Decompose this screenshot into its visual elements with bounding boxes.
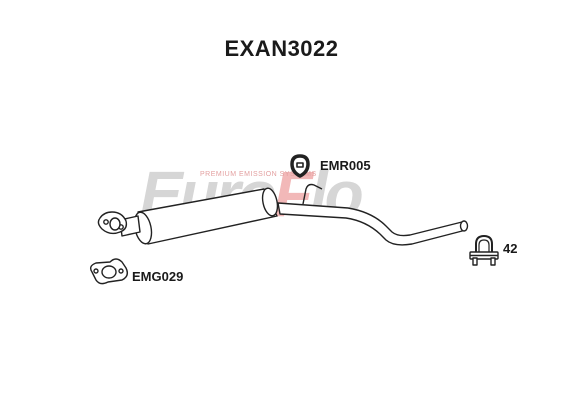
rubber-mount-icon — [290, 154, 310, 178]
gasket-label: EMG029 — [132, 269, 184, 284]
muffler-body — [137, 188, 278, 245]
tail-pipe-end — [459, 220, 469, 232]
hanger-bracket — [302, 183, 323, 205]
watermark-tagline: PREMIUM EMISSION SYSTEMS — [200, 171, 317, 178]
gasket-icon — [89, 258, 129, 285]
clamp-label: 42 — [503, 241, 518, 256]
u-clamp-icon — [469, 235, 499, 266]
tail-pipe — [277, 202, 467, 246]
rubber-mount-label: EMR005 — [320, 158, 371, 173]
part-number-title: EXAN3022 — [224, 36, 339, 61]
muffler-rear-end — [261, 187, 279, 217]
